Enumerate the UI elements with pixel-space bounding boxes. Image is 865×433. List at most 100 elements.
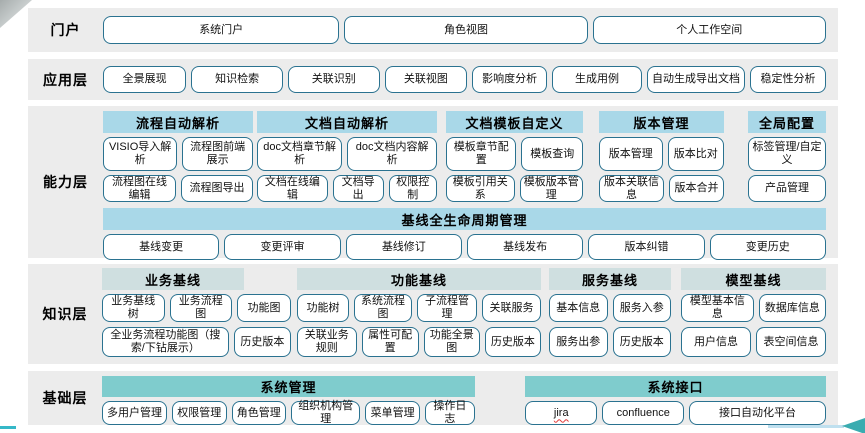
btn-system-portal[interactable]: 系统门户 [103,16,340,44]
btn-tag-mgmt-custom[interactable]: 标签管理/自定义 [748,137,826,171]
btn-jira[interactable]: jira [525,401,598,425]
group-header-function-baseline: 功能基线 [297,268,541,290]
group-row: 流程图在线编辑流程图导出 [103,175,253,202]
btn-model-basic-info[interactable]: 模型基本信息 [681,294,754,322]
btn-history-version-business[interactable]: 历史版本 [233,327,291,357]
btn-subflow-mgmt[interactable]: 子流程管理 [417,294,477,322]
btn-template-chapter-config[interactable]: 模板章节配置 [446,137,517,171]
btn-panorama-display[interactable]: 全景展现 [103,66,187,93]
btn-permission-control[interactable]: 权限控制 [388,175,437,202]
btn-related-service[interactable]: 关联服务 [481,294,541,322]
btn-system-flowchart[interactable]: 系统流程图 [353,294,413,322]
group-process-auto-parse: 流程自动解析 VISIO导入解析流程图前端展示 流程图在线编辑流程图导出 [103,111,253,206]
btn-business-flowchart[interactable]: 业务流程图 [169,294,232,322]
btn-baseline-change[interactable]: 基线变更 [103,234,220,260]
left-arrowhead-icon [842,418,865,433]
btn-generate-usecase[interactable]: 生成用例 [552,66,642,93]
group-header-system-interface: 系统接口 [525,376,826,397]
group-header-version-mgmt: 版本管理 [599,111,724,133]
btn-version-mgmt[interactable]: 版本管理 [599,137,663,171]
group-row: 用户信息表空间信息 [681,327,826,357]
btn-history-version-function[interactable]: 历史版本 [484,327,541,357]
group-header-baseline-lifecycle: 基线全生命周期管理 [103,208,826,230]
bottom-right-line-decoration [768,425,844,428]
group-system-mgmt: 系统管理 多用户管理权限管理角色管理组织机构管理菜单管理操作日志 [102,376,475,429]
btn-product-mgmt[interactable]: 产品管理 [748,175,826,202]
layer-band-knowledge: 知识层 业务基线 业务基线树业务流程图功能图 全业务流程功能图（搜索/下钻展示）… [28,264,838,364]
btn-related-business-rule[interactable]: 关联业务规则 [297,327,357,357]
btn-doc-content-parse[interactable]: doc文档内容解析 [347,137,437,171]
btn-version-compare[interactable]: 版本比对 [667,137,724,171]
btn-doc-online-edit[interactable]: 文档在线编辑 [257,175,328,202]
btn-flowchart-online-edit[interactable]: 流程图在线编辑 [103,175,176,202]
group-row: 模板章节配置模板查询 [446,137,583,171]
layer-label-knowledge: 知识层 [42,306,88,322]
btn-relation-identify[interactable]: 关联识别 [287,66,380,93]
capability-content: 流程自动解析 VISIO导入解析流程图前端展示 流程图在线编辑流程图导出 文档自… [103,106,826,260]
bottom-left-line-decoration [0,426,16,429]
btn-change-history[interactable]: 变更历史 [709,234,826,260]
btn-history-version-service[interactable]: 历史版本 [612,327,671,357]
btn-role-view[interactable]: 角色视图 [344,16,588,44]
btn-change-review[interactable]: 变更评审 [224,234,341,260]
group-header-global-config: 全局配置 [748,111,826,133]
btn-doc-export[interactable]: 文档导出 [332,175,384,202]
layer-label-capability: 能力层 [43,174,88,190]
knowledge-content: 业务基线 业务基线树业务流程图功能图 全业务流程功能图（搜索/下钻展示）历史版本… [102,264,826,364]
base-content: 系统管理 多用户管理权限管理角色管理组织机构管理菜单管理操作日志 系统接口 ji… [102,371,826,425]
btn-function-diagram[interactable]: 功能图 [237,294,291,322]
btn-impact-analysis[interactable]: 影响度分析 [472,66,548,93]
group-row: 模型基本信息数据库信息 [681,294,826,322]
btn-function-panorama[interactable]: 功能全景图 [423,327,480,357]
btn-multi-user-mgmt[interactable]: 多用户管理 [102,401,168,425]
btn-basic-info[interactable]: 基本信息 [549,294,608,322]
btn-version-relation-info[interactable]: 版本关联信息 [599,175,665,202]
btn-doc-chapter-parse[interactable]: doc文档章节解析 [257,137,343,171]
btn-database-info[interactable]: 数据库信息 [758,294,826,322]
group-business-baseline: 业务基线 业务基线树业务流程图功能图 全业务流程功能图（搜索/下钻展示）历史版本 [102,268,291,362]
btn-baseline-release[interactable]: 基线发布 [466,234,584,260]
btn-flowchart-frontend-display[interactable]: 流程图前端展示 [182,137,253,171]
group-row: 多用户管理权限管理角色管理组织机构管理菜单管理操作日志 [102,400,475,425]
btn-template-query[interactable]: 模板查询 [521,137,583,171]
btn-business-baseline-tree[interactable]: 业务基线树 [102,294,165,322]
btn-operation-log[interactable]: 操作日志 [424,400,475,425]
layer-label-base: 基础层 [42,390,88,406]
btn-org-mgmt[interactable]: 组织机构管理 [290,400,361,425]
btn-knowledge-search[interactable]: 知识检索 [191,66,283,93]
btn-version-correction[interactable]: 版本纠错 [588,234,705,260]
layer-label-portal: 门户 [50,22,81,38]
group-global-config: 全局配置 标签管理/自定义 产品管理 [748,111,826,206]
group-row: 基本信息服务入参 [549,294,671,322]
btn-visio-import-parse[interactable]: VISIO导入解析 [103,137,178,171]
btn-attr-configurable[interactable]: 属性可配置 [361,327,419,357]
btn-relation-view[interactable]: 关联视图 [384,66,468,93]
btn-service-input-param[interactable]: 服务入参 [612,294,671,322]
group-function-baseline: 功能基线 功能树系统流程图子流程管理关联服务 关联业务规则属性可配置功能全景图历… [297,268,541,362]
btn-role-mgmt[interactable]: 角色管理 [231,401,286,425]
group-service-baseline: 服务基线 基本信息服务入参 服务出参历史版本 [549,268,671,362]
btn-stability-analysis[interactable]: 稳定性分析 [750,66,826,93]
btn-auto-generate-export-doc[interactable]: 自动生成导出文档 [646,66,745,93]
btn-permission-mgmt[interactable]: 权限管理 [172,401,227,425]
btn-interface-automation-platform[interactable]: 接口自动化平台 [689,401,826,425]
layer-band-capability: 能力层 流程自动解析 VISIO导入解析流程图前端展示 流程图在线编辑流程图导出… [28,106,838,260]
btn-full-business-flow-function-diagram[interactable]: 全业务流程功能图（搜索/下钻展示） [102,327,229,357]
application-buttons-row: 全景展现知识检索关联识别关联视图影响度分析生成用例自动生成导出文档稳定性分析 [103,59,826,100]
btn-baseline-revise[interactable]: 基线修订 [345,234,462,260]
btn-confluence[interactable]: confluence [602,401,685,425]
btn-menu-mgmt[interactable]: 菜单管理 [365,401,420,425]
btn-user-info[interactable]: 用户信息 [681,327,751,357]
group-row: 标签管理/自定义 [748,137,826,171]
btn-template-version-mgmt[interactable]: 模板版本管理 [519,175,583,202]
btn-personal-workspace[interactable]: 个人工作空间 [592,16,826,44]
btn-tablespace-info[interactable]: 表空间信息 [756,327,826,357]
btn-template-reference-relation[interactable]: 模板引用关系 [446,175,515,202]
btn-function-tree[interactable]: 功能树 [297,294,349,322]
btn-flowchart-export[interactable]: 流程图导出 [180,175,253,202]
btn-service-output-param[interactable]: 服务出参 [549,327,608,357]
layer-label-application: 应用层 [43,71,88,88]
btn-version-merge[interactable]: 版本合并 [669,175,724,202]
